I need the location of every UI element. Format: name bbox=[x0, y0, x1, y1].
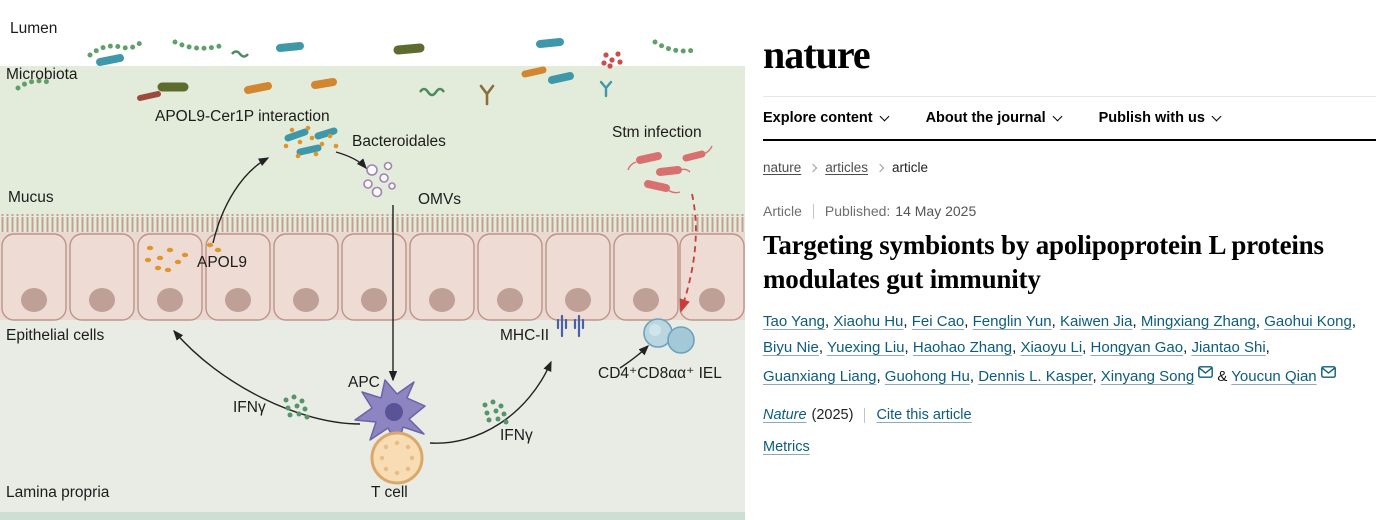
author-link[interactable]: Fei Cao bbox=[911, 313, 965, 331]
author-link[interactable]: Dennis L. Kasper bbox=[978, 368, 1093, 386]
label-mhc2: MHC-II bbox=[500, 327, 550, 344]
stm-infection-arrow bbox=[679, 193, 697, 313]
label-iel: CD4⁺CD8αα⁺ IEL bbox=[598, 365, 722, 382]
author-link[interactable]: Fenglin Yun bbox=[972, 313, 1052, 331]
label-epithelial-cells: Epithelial cells bbox=[6, 327, 105, 344]
breadcrumb-nature[interactable]: nature bbox=[763, 160, 802, 175]
email-icon[interactable] bbox=[1320, 365, 1336, 382]
nature-logo[interactable]: nature bbox=[763, 32, 871, 77]
article-figure: Lumen Microbiota APOL9-Cer1P interaction… bbox=[0, 20, 745, 520]
main-nav: Explore content About the journal Publis… bbox=[763, 96, 1376, 139]
chevron-right-icon bbox=[875, 163, 885, 173]
metrics-row: Metrics bbox=[763, 438, 1376, 456]
author-link[interactable]: Xiaohu Hu bbox=[833, 313, 904, 331]
meta-divider bbox=[812, 203, 814, 219]
author-link[interactable]: Biyu Nie bbox=[763, 339, 819, 357]
cite-divider bbox=[864, 407, 866, 423]
omv-vesicles bbox=[363, 161, 396, 198]
chevron-down-icon bbox=[1211, 111, 1222, 122]
nav-label: Explore content bbox=[763, 110, 873, 126]
apol9-dots bbox=[144, 242, 222, 273]
author-link[interactable]: Kaiwen Jia bbox=[1059, 313, 1133, 331]
citation-year: (2025) bbox=[811, 407, 854, 424]
article-meta: Article Published: 14 May 2025 bbox=[763, 203, 1376, 219]
author-link[interactable]: Tao Yang bbox=[763, 313, 825, 331]
metrics-link[interactable]: Metrics bbox=[763, 439, 810, 456]
header-rule bbox=[763, 139, 1376, 141]
nav-about-the-journal[interactable]: About the journal bbox=[925, 110, 1063, 126]
article-panel: nature Explore content About the journal… bbox=[745, 0, 1400, 520]
breadcrumb-articles[interactable]: articles bbox=[825, 160, 869, 175]
breadcrumb-article: article bbox=[892, 160, 929, 175]
author-link[interactable]: Jiantao Shi bbox=[1191, 339, 1266, 357]
epithelial-cell-row bbox=[1, 233, 745, 321]
author-link[interactable]: Haohao Zhang bbox=[912, 339, 1013, 357]
stm-bacteria bbox=[627, 145, 713, 194]
mhc2-molecules bbox=[556, 314, 585, 338]
citation-row: Nature (2025) Cite this article bbox=[763, 407, 1376, 423]
label-bacteroidales: Bacteroidales bbox=[352, 133, 446, 150]
t-cell bbox=[370, 431, 424, 485]
ifng-dots-right bbox=[482, 399, 509, 425]
label-omvs: OMVs bbox=[418, 191, 462, 208]
iel-cells bbox=[643, 318, 695, 354]
nav-publish-with-us[interactable]: Publish with us bbox=[1098, 110, 1222, 126]
author-link[interactable]: Xinyang Song bbox=[1101, 365, 1214, 385]
email-icon[interactable] bbox=[1198, 365, 1214, 382]
author-link[interactable]: Youcun Qian bbox=[1231, 365, 1336, 385]
chevron-right-icon bbox=[809, 163, 818, 173]
author-link[interactable]: Xiaoyu Li bbox=[1020, 339, 1083, 357]
chevron-down-icon bbox=[1052, 111, 1063, 122]
label-apol9: APOL9 bbox=[197, 254, 247, 271]
label-t-cell: T cell bbox=[371, 484, 408, 501]
published-date: 14 May 2025 bbox=[895, 203, 977, 219]
label-apc: APC bbox=[348, 374, 380, 391]
cite-this-article-link[interactable]: Cite this article bbox=[876, 407, 972, 424]
ifng-dots-left bbox=[283, 394, 310, 420]
label-apol9-cer1p: APOL9-Cer1P interaction bbox=[155, 108, 330, 125]
author-link[interactable]: Hongyan Gao bbox=[1090, 339, 1184, 357]
label-lumen: Lumen bbox=[10, 20, 58, 37]
apc-cell bbox=[354, 379, 426, 447]
published-label: Published: bbox=[824, 203, 891, 219]
author-link[interactable]: Yuexing Liu bbox=[826, 339, 905, 357]
microbiota-bacteria bbox=[15, 38, 698, 106]
label-ifng-right: IFNγ bbox=[500, 427, 533, 444]
journal-link[interactable]: Nature bbox=[763, 407, 807, 424]
label-stm-infection: Stm infection bbox=[612, 124, 702, 141]
author-link[interactable]: Gaohui Kong bbox=[1264, 313, 1352, 331]
author-link[interactable]: Guohong Hu bbox=[884, 368, 970, 386]
article-type: Article bbox=[763, 203, 802, 219]
author-list: Tao Yang, Xiaohu Hu, Fei Cao, Fenglin Yu… bbox=[763, 313, 1356, 386]
label-mucus: Mucus bbox=[8, 189, 54, 206]
author-link[interactable]: Guanxiang Liang bbox=[763, 368, 877, 386]
label-microbiota: Microbiota bbox=[6, 66, 78, 83]
breadcrumb: nature articles article bbox=[763, 160, 1376, 175]
apol9-cer1p-cluster bbox=[283, 125, 339, 159]
nav-label: Publish with us bbox=[1098, 110, 1205, 126]
label-lamina-propria: Lamina propria bbox=[6, 484, 110, 501]
figure-canvas bbox=[0, 38, 745, 520]
nav-explore-content[interactable]: Explore content bbox=[763, 110, 890, 126]
chevron-down-icon bbox=[879, 111, 890, 122]
nav-label: About the journal bbox=[925, 110, 1046, 126]
article-title: Targeting symbionts by apolipoprotein L … bbox=[763, 230, 1324, 295]
pathway-arrows bbox=[173, 151, 649, 444]
label-ifng-left: IFNγ bbox=[233, 399, 266, 416]
author-link[interactable]: Mingxiang Zhang bbox=[1140, 313, 1256, 331]
